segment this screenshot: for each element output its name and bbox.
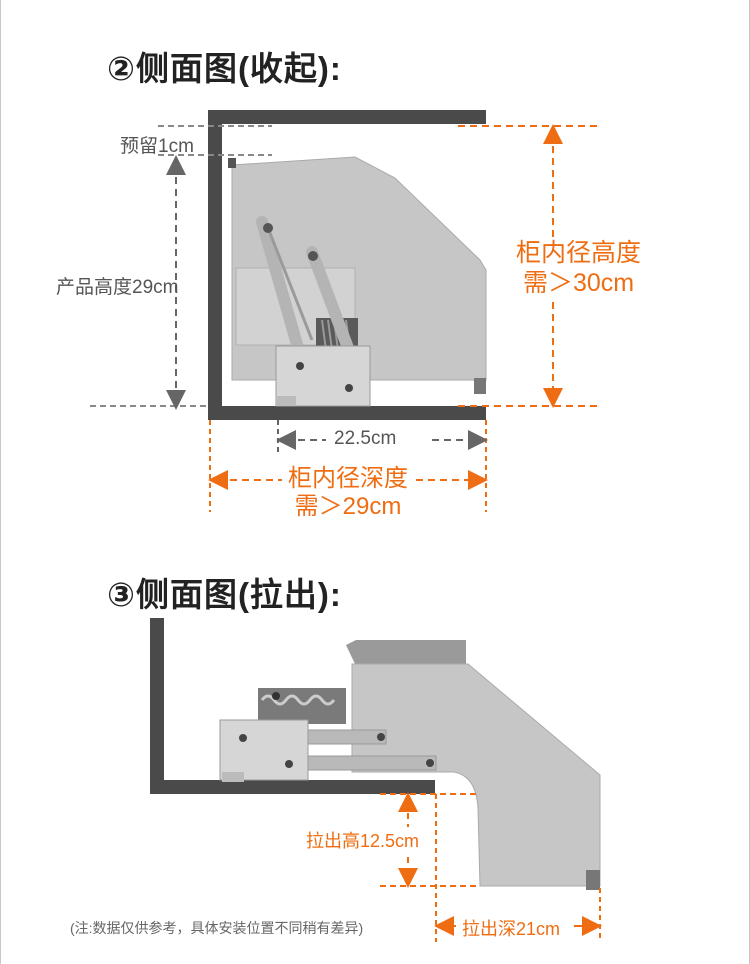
section3-title: ③侧面图(拉出):: [107, 576, 342, 613]
cabinet-depth-label: 柜内径深度 需＞29cm: [288, 465, 408, 521]
cabinet-depth-line1: 柜内径深度: [288, 465, 408, 492]
cabinet-outline-pulled: [150, 618, 435, 794]
footnote: (注:数据仅供参考，具体安装位置不同稍有差异): [70, 920, 364, 936]
cabinet-depth-line2: 需＞29cm: [294, 493, 402, 520]
reserve-label: 预留1cm: [120, 136, 194, 157]
pull-height-label: 拉出高12.5cm: [306, 827, 420, 853]
spring-block: [258, 688, 346, 724]
cabinet-height-line2: 需＞30cm: [522, 269, 635, 297]
pulled-diagram: [150, 618, 602, 942]
page-border-left: [0, 0, 1, 964]
width-label: 22.5cm: [334, 428, 397, 449]
product-height-label: 产品高度29cm: [56, 277, 179, 298]
product-body: [228, 156, 487, 407]
cabinet-height-line1: 柜内径高度: [516, 239, 642, 267]
cabinet-outline: [208, 110, 486, 420]
section2-title: ②侧面图(收起):: [107, 50, 342, 87]
cabinet-height-label: 柜内径高度 需＞30cm: [516, 238, 642, 298]
collapsed-diagram: [90, 110, 598, 512]
pull-depth-label: 拉出深21cm: [462, 919, 561, 939]
product-body-pulled: [219, 640, 601, 890]
